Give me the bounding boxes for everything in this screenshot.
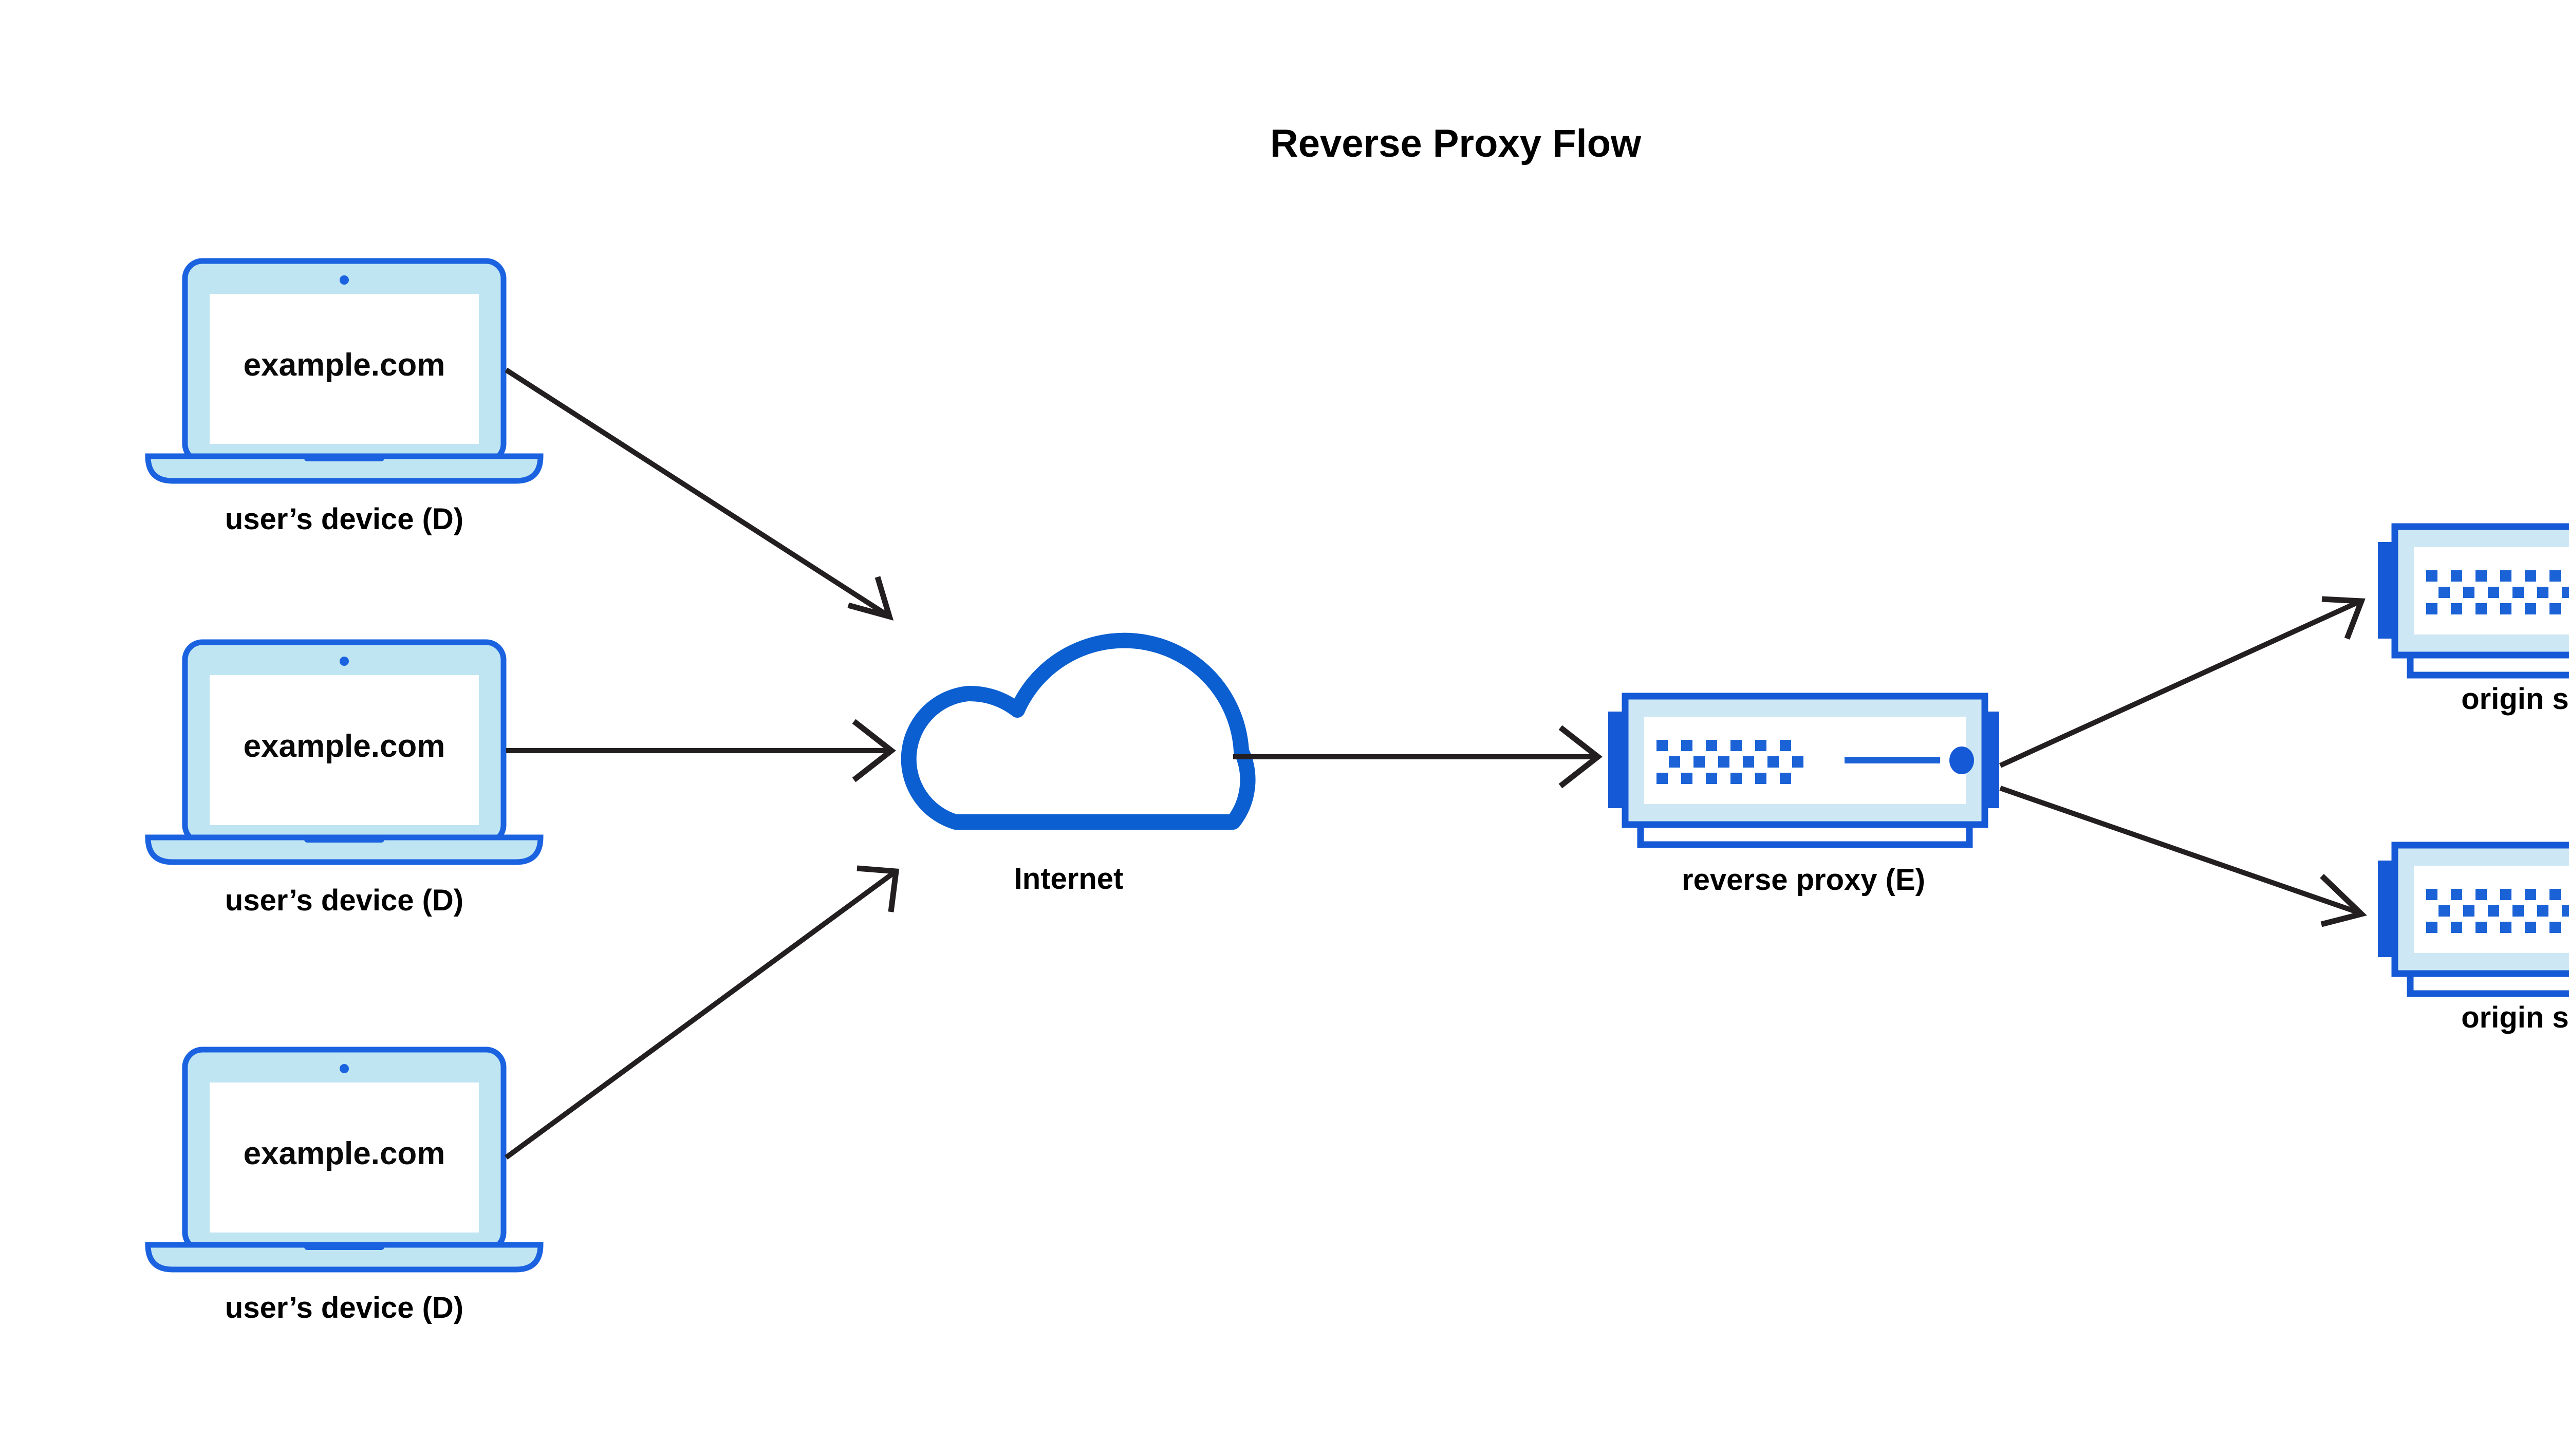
server-vent-grid <box>1656 740 1803 784</box>
node-device-bottom[interactable]: example.com user’s device (D) <box>145 1047 544 1324</box>
node-label-internet: Internet <box>1014 862 1124 895</box>
server-vent-grid <box>2426 889 2569 933</box>
laptop-camera-icon <box>340 657 349 666</box>
server-status-line <box>1845 757 1940 763</box>
laptop-screen <box>210 675 479 825</box>
laptop-base <box>145 453 544 484</box>
node-device-middle[interactable]: example.com user’s device (D) <box>145 639 544 917</box>
node-label-device-bottom: user’s device (D) <box>225 1291 463 1324</box>
laptop-base <box>145 834 544 865</box>
laptop-screen <box>210 294 479 444</box>
laptop-screen <box>210 1082 479 1233</box>
edge-device-middle-internet <box>506 719 896 782</box>
server-vent-grid <box>2426 570 2569 614</box>
node-reverse-proxy[interactable]: reverse proxy (E) <box>1608 693 1999 897</box>
node-label-origin-bottom: origin server (F) <box>2461 1001 2569 1034</box>
laptop-screen-text: example.com <box>244 347 445 383</box>
laptop-notch <box>304 835 384 843</box>
server-status-led-icon <box>1949 746 1974 774</box>
laptop-screen-text: example.com <box>244 1136 445 1171</box>
node-device-top[interactable]: example.com user’s device (D) <box>145 258 544 536</box>
edge-device-top-internet <box>505 367 894 621</box>
laptop-screen-text: example.com <box>244 729 445 764</box>
page-title: Reverse Proxy Flow <box>1270 122 1642 165</box>
node-label-origin-top: origin server (F) <box>2461 682 2569 716</box>
cloud-icon <box>901 632 1256 830</box>
laptop-base <box>145 1242 544 1273</box>
edge-device-bottom-internet <box>505 865 900 1160</box>
node-label-reverse-proxy: reverse proxy (E) <box>1682 863 1925 897</box>
laptop-camera-icon <box>340 275 349 285</box>
edge-proxy-origin-bottom <box>1999 786 2367 927</box>
laptop-notch <box>304 454 384 461</box>
node-origin-top[interactable]: origin server (F) <box>2378 523 2569 716</box>
laptop-notch <box>304 1243 384 1250</box>
node-internet[interactable]: Internet <box>901 632 1256 895</box>
node-label-device-middle: user’s device (D) <box>225 884 463 917</box>
node-label-device-top: user’s device (D) <box>225 502 463 536</box>
edge-internet-proxy <box>1233 725 1603 789</box>
edge-proxy-origin-top <box>1999 596 2366 768</box>
laptop-camera-icon <box>340 1064 349 1073</box>
node-origin-bottom[interactable]: origin server (F) <box>2378 842 2569 1034</box>
